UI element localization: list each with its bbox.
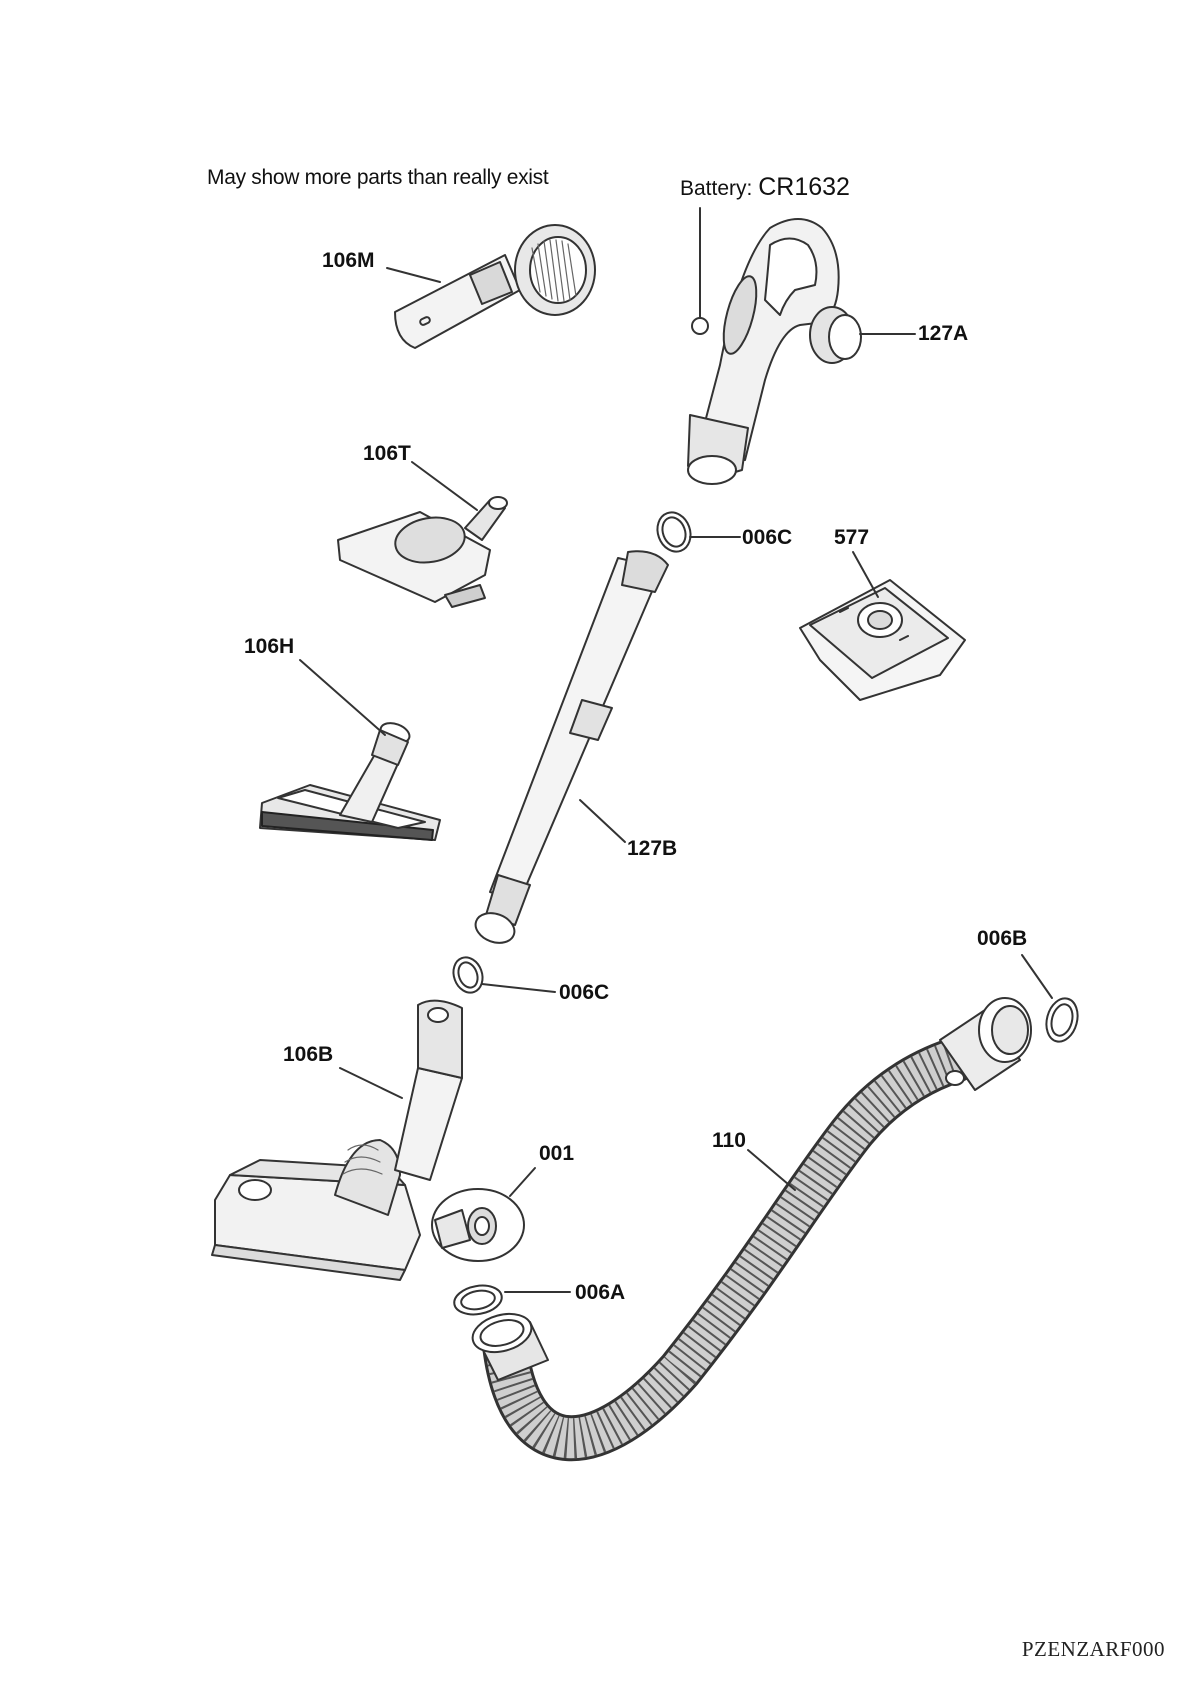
part-106b-floor-nozzle: [211, 999, 463, 1281]
label-106t: 106T: [363, 442, 411, 465]
document-code: PZENZARF000: [1021, 1637, 1165, 1661]
leader-106h: [299, 659, 386, 736]
label-106m: 106M: [322, 249, 375, 272]
label-006a: 006A: [575, 1281, 626, 1304]
part-106h-parquet-nozzle: [259, 722, 441, 841]
leader-110: [747, 1149, 796, 1191]
leader-106m: [386, 267, 441, 283]
part-006c-lower-seal: [452, 956, 484, 994]
part-106t-turbo-nozzle: [337, 496, 508, 608]
part-127a-handle: [687, 218, 862, 485]
battery-location-icon: [691, 317, 709, 335]
label-127a: 127A: [918, 322, 969, 345]
label-006c-upper: 006C: [742, 526, 793, 549]
battery-note: Battery: CR1632: [680, 173, 850, 202]
label-110: 110: [712, 1129, 746, 1152]
label-001: 001: [539, 1142, 575, 1165]
leader-106b: [339, 1067, 403, 1099]
part-127b-telescopic-tube: [474, 550, 669, 944]
leader-577: [852, 551, 879, 598]
part-006b-seal: [1045, 997, 1079, 1043]
part-006a-seal: [453, 1284, 503, 1316]
label-106h: 106H: [244, 635, 295, 658]
part-110-flexible-hose: [471, 997, 1032, 1462]
battery-value: CR1632: [758, 173, 850, 201]
label-127b: 127B: [627, 837, 678, 860]
part-006c-upper-seal: [656, 511, 692, 553]
part-001-detail: [431, 1188, 525, 1262]
leader-006c-lower: [481, 983, 556, 993]
disclaimer-note: May show more parts than really exist: [207, 166, 549, 189]
label-106b: 106B: [283, 1043, 334, 1066]
battery-label: Battery:: [680, 177, 753, 200]
leader-006b: [1021, 954, 1053, 999]
part-577-dust-bag: [799, 579, 966, 701]
leader-001: [509, 1167, 536, 1197]
label-006c-lower: 006C: [559, 981, 610, 1004]
part-106m-dusting-brush: [394, 224, 596, 349]
label-006b: 006B: [977, 927, 1028, 950]
label-577: 577: [834, 526, 870, 549]
leader-127b: [579, 799, 626, 843]
leader-106t: [411, 461, 478, 511]
